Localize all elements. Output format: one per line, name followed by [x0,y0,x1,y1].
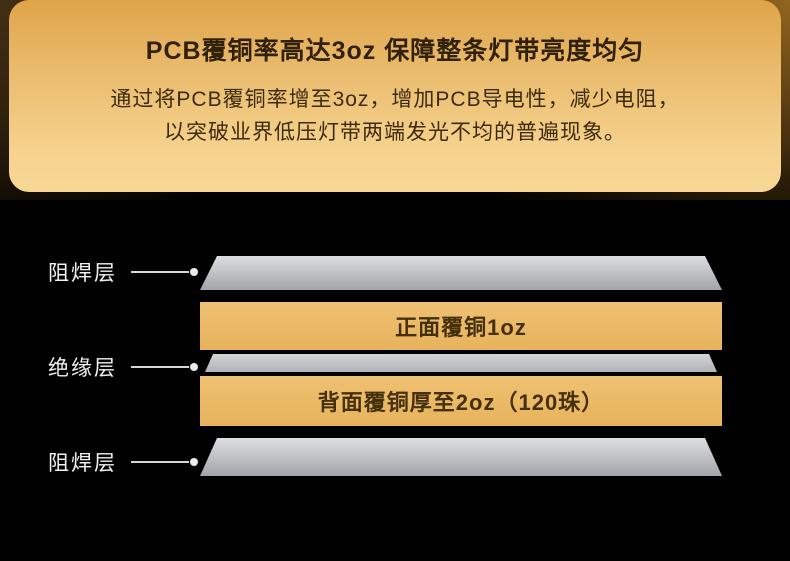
pointer-line [131,461,189,463]
pointer-dot [190,268,198,276]
layer-solder-mask-top [200,256,722,290]
pointer-solder-mask-top: 阻焊层 [48,257,198,287]
layer-copper-back-label: 背面覆铜厚至2oz（120珠） [317,390,605,415]
hero-panel: PCB覆铜率高达3oz 保障整条灯带亮度均匀 通过将PCB覆铜率增至3oz，增加… [9,0,781,192]
layer-label-solder-top: 阻焊层 [48,262,117,285]
pointer-dot [190,363,198,371]
pointer-solder-mask-bottom: 阻焊层 [48,447,198,477]
layer-insulation [205,354,717,372]
layer-copper-back: 背面覆铜厚至2oz（120珠） [200,376,722,426]
pointer-dot [190,458,198,466]
layer-copper-front-label: 正面覆铜1oz [395,315,527,340]
layer-label-insulation: 绝缘层 [48,357,117,380]
hero-subtitle: 通过将PCB覆铜率增至3oz，增加PCB导电性，减少电阻， 以突破业界低压灯带两端… [9,83,781,149]
hero-subtitle-line1: 通过将PCB覆铜率增至3oz，增加PCB导电性，减少电阻， [110,88,680,111]
pointer-line [131,271,189,273]
layer-copper-front: 正面覆铜1oz [200,302,722,350]
layer-solder-mask-bottom [200,438,722,476]
hero-title: PCB覆铜率高达3oz 保障整条灯带亮度均匀 [145,37,645,65]
pointer-line [131,366,189,368]
hero-subtitle-line2: 以突破业界低压灯带两端发光不均的普遍现象。 [164,121,626,144]
layer-label-solder-bottom: 阻焊层 [48,452,117,475]
pointer-insulation: 绝缘层 [48,352,198,382]
